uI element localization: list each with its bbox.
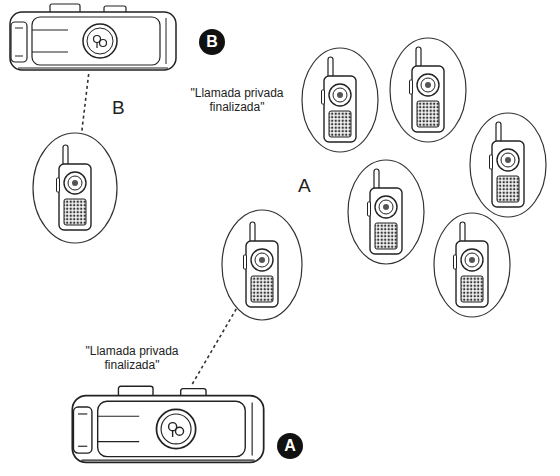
radio-unit (10, 4, 264, 462)
message-note: "Llamada privada finalizada" (72, 344, 192, 372)
unit-letter: B (112, 98, 125, 118)
link-line (82, 74, 89, 134)
callout-letter: A (277, 433, 303, 459)
radio-unit: A (70, 384, 266, 467)
message-text: "Llamada privada finalizada" (177, 86, 297, 114)
walkie-talkie (57, 47, 525, 307)
unit-letter: A (298, 176, 311, 196)
link-line (192, 308, 237, 384)
callout-letter: B (199, 29, 225, 55)
walkie-talkie: B (33, 133, 117, 243)
radio-unit: B (8, 2, 178, 74)
walkie-talkie-oval (33, 38, 546, 320)
message-note: "Llamada privada finalizada" (177, 86, 297, 114)
message-text: "Llamada privada finalizada" (72, 344, 192, 372)
walkie-talkie: A (222, 210, 302, 320)
